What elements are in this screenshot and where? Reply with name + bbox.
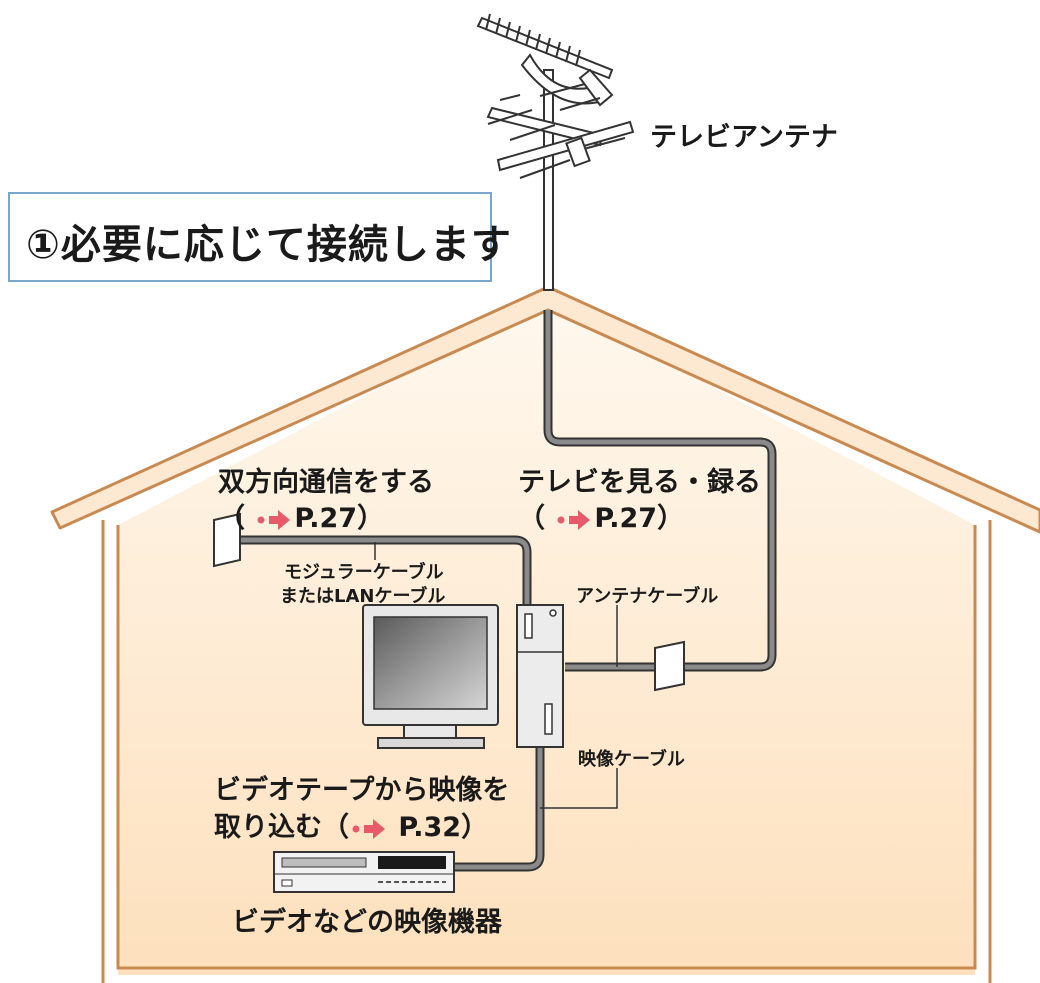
watch-record-ref-page: P.27 [594, 503, 658, 534]
monitor-icon [362, 604, 499, 749]
bidirectional-ref-page: P.27 [294, 503, 358, 534]
modular-cable-label: モジュラーケーブル [284, 562, 444, 583]
capture-ref: 取り込む（ P.32） [214, 805, 488, 844]
wall-outlet-icon [213, 512, 241, 568]
reference-arrow-icon [557, 509, 591, 530]
wall-outlet-icon [654, 640, 685, 692]
capture-label-line2: 取り込む（ [214, 812, 349, 843]
reference-arrow-icon [352, 818, 385, 839]
video-cable-label: 映像ケーブル [578, 749, 685, 770]
paren-close: ） [461, 812, 489, 843]
capture-label-line1: ビデオテープから映像を [214, 775, 510, 806]
antenna-cable-label: アンテナケーブル [576, 586, 719, 607]
bidirectional-label: 双方向通信をする [218, 467, 434, 498]
page-title: ①必要に応じて接続します [26, 222, 512, 268]
paren-close: ） [357, 503, 385, 534]
antenna-mast [543, 69, 554, 291]
vcr-icon [273, 851, 455, 893]
paren-open: （ [518, 503, 545, 534]
reference-arrow-icon [257, 509, 291, 530]
house-inner-wall [116, 525, 977, 970]
pc-tower-icon [516, 604, 564, 748]
paren-open: （ [218, 503, 245, 534]
watch-record-ref: （ P.27） [518, 496, 684, 535]
antenna-label: テレビアンテナ [650, 122, 838, 153]
video-device-label: ビデオなどの映像機器 [232, 907, 502, 938]
capture-ref-page: P.32 [398, 812, 462, 843]
watch-record-label: テレビを見る・録る [518, 467, 761, 498]
bidirectional-ref: （ P.27） [218, 496, 384, 535]
lan-cable-label: またはLANケーブル [280, 586, 446, 607]
paren-close: ） [657, 503, 685, 534]
title-box [8, 192, 492, 282]
tv-antenna-icon [476, 13, 635, 179]
